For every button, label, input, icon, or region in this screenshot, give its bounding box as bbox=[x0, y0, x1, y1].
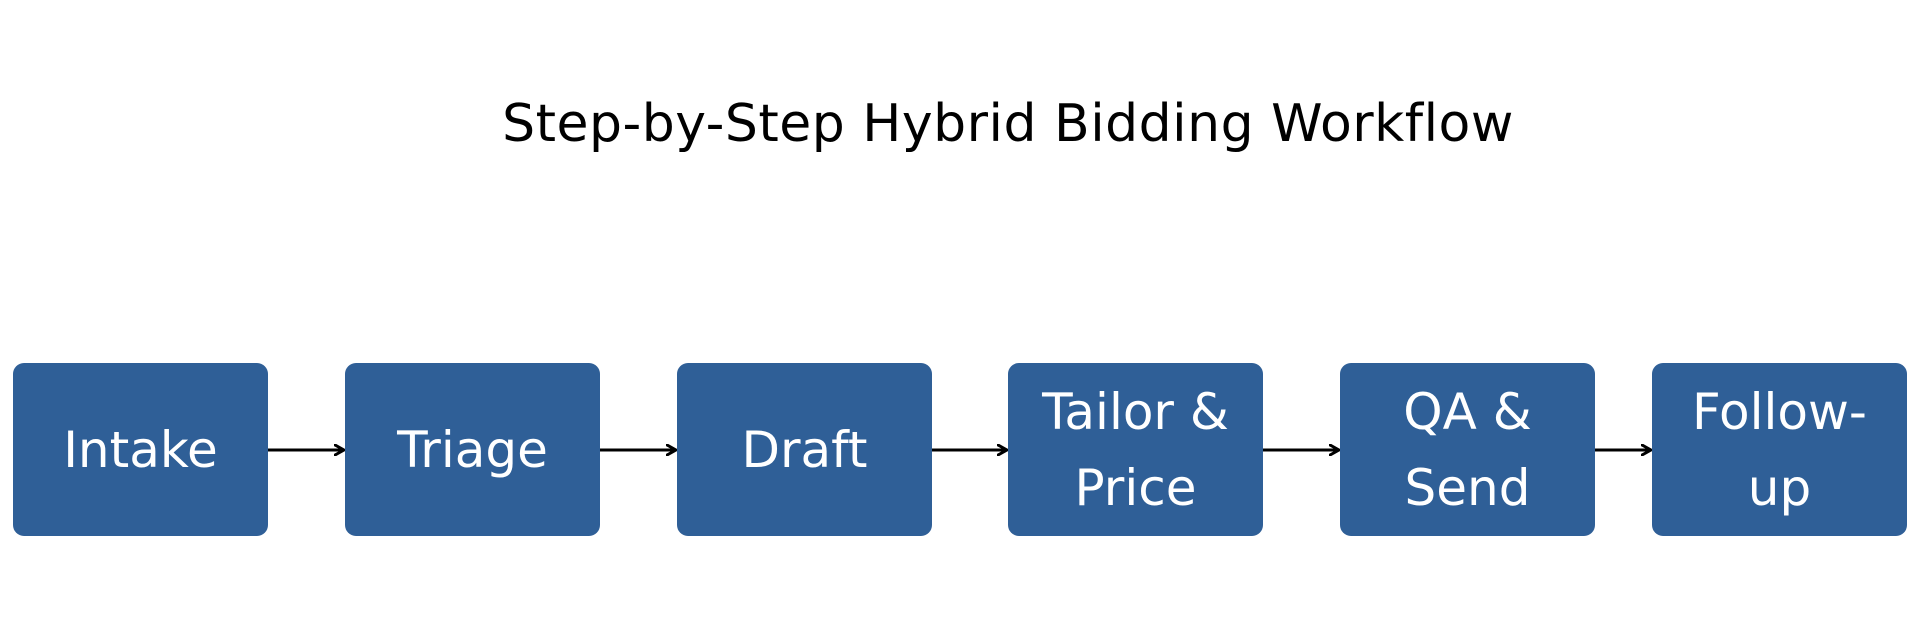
diagram-title: Step-by-Step Hybrid Bidding Workflow bbox=[0, 92, 1920, 156]
step-draft: Draft bbox=[677, 363, 932, 536]
step-qa-send-label: QA & Send bbox=[1403, 382, 1532, 517]
step-intake-label: Intake bbox=[63, 420, 218, 479]
step-follow-up-label: Follow-up bbox=[1692, 382, 1867, 517]
step-triage: Triage bbox=[345, 363, 600, 536]
step-triage-label: Triage bbox=[397, 420, 548, 479]
step-qa-send: QA & Send bbox=[1340, 363, 1595, 536]
step-tailor-price: Tailor & Price bbox=[1008, 363, 1263, 536]
diagram-title-text: Step-by-Step Hybrid Bidding Workflow bbox=[502, 94, 1514, 154]
step-intake: Intake bbox=[13, 363, 268, 536]
step-follow-up: Follow-up bbox=[1652, 363, 1907, 536]
step-draft-label: Draft bbox=[741, 420, 868, 479]
step-tailor-price-label: Tailor & Price bbox=[1042, 382, 1229, 517]
